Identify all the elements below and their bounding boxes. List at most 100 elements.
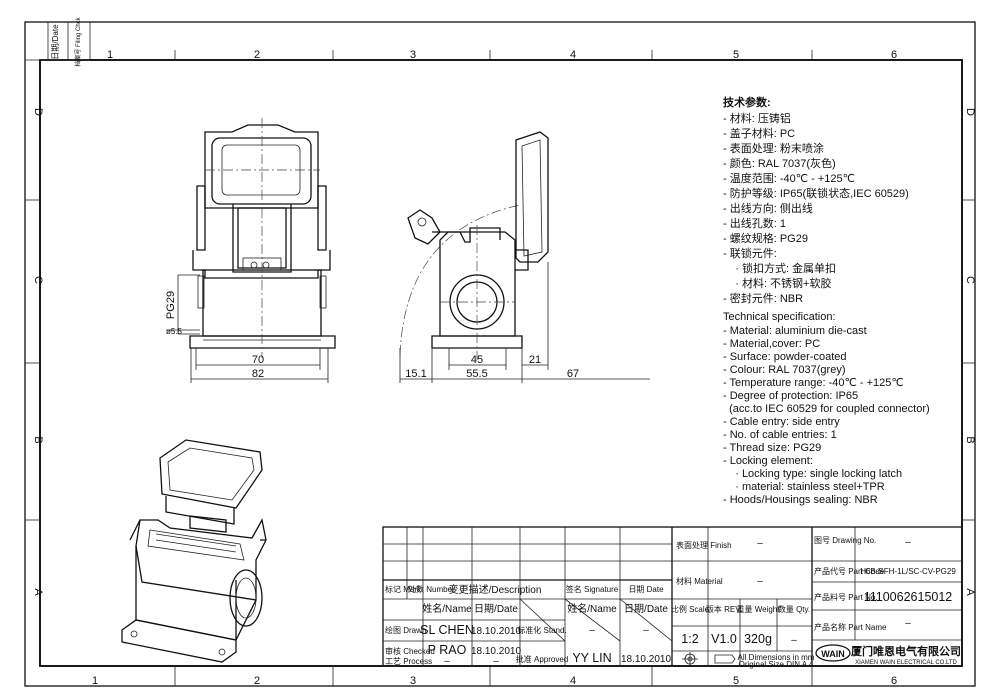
zone-col-top-6: 6 (891, 49, 897, 61)
spec-cn-line: - 表面处理: 粉末喷涂 (723, 141, 824, 155)
tb-checked-date: 18.10.2010 (471, 646, 521, 657)
tb-number-label: 处数 Number (408, 584, 455, 594)
spec-cn-line: - 盖子材料: PC (723, 126, 795, 140)
tb-scale-label: 比例 Scale (671, 604, 710, 614)
spec-cn-line: - 螺纹规格: PG29 (723, 231, 808, 245)
spec-en-line: - Surface: powder-coated (723, 351, 847, 363)
spec-cn-line: - 联锁元件: (723, 246, 777, 260)
tb-qty-label: 数量 Qty. (778, 604, 810, 614)
zone-col-bottom-2: 2 (254, 675, 260, 687)
company-logo-icon: WAIN (815, 644, 851, 662)
spec-en-line: - Material,cover: PC (723, 338, 820, 350)
spec-cn-line: · 锁扣方式: 金属单扣 (723, 261, 836, 275)
tb-company-en: XIAMEN WAIN ELECTRICAL CO.LTD (855, 660, 957, 666)
tb-part-name-value: – (905, 618, 911, 629)
spec-cn-line: · 材料: 不锈钢+软胶 (723, 276, 831, 290)
tb-approved-label: 批准 Approved (516, 654, 568, 664)
zone-col-bottom-4: 4 (570, 675, 576, 687)
tb-stand-date: – (643, 625, 649, 636)
spec-en-line: · Locking type: single locking latch (723, 468, 902, 480)
spec-cn-line: - 出线孔数: 1 (723, 216, 786, 230)
sidebar-date-label: 日期/Date (51, 24, 60, 60)
title-block: 标记 Mark 处数 Number 变更描述/Description 签名 Si… (382, 526, 963, 669)
tb-description-label: 变更描述/Description (449, 583, 542, 596)
spec-en-line: - Thread size: PG29 (723, 442, 821, 454)
zone-ticks (25, 50, 975, 686)
tb-company-cn: 厦门唯恩电气有限公司 (851, 644, 961, 658)
spec-en-line: - Colour: RAL 7037(grey) (723, 364, 845, 376)
tb-process-name: – (444, 656, 450, 667)
tb-date-label: 日期 Date (628, 585, 664, 594)
zone-row-right-b: B (964, 436, 976, 443)
tb-process-label: 工艺 Process (385, 657, 432, 666)
spec-en-line: - Locking element: (723, 455, 813, 467)
tb-signature-label: 签名 Signature (566, 584, 619, 594)
zone-col-top-1: 1 (107, 49, 113, 61)
tb-name-hdr: 姓名/Name (422, 602, 472, 615)
tb-date-hdr: 日期/Date (474, 603, 518, 615)
dim-front-70: 70 (252, 354, 264, 366)
tb-part-code-value: H6B-SFH-1L/SC-CV-PG29 (860, 567, 956, 576)
spec-en: Technical specification: - Material: alu… (723, 311, 930, 506)
spec-en-line: (acc.to IEC 60529 for coupled connector) (723, 403, 930, 415)
tb-date-hdr-3: 日期/Date (624, 603, 668, 615)
dim-side-45: 45 (471, 354, 483, 366)
spec-cn-line: - 防护等级: IP65(联锁状态,IEC 60529) (723, 186, 909, 200)
tb-part-code-label: 产品代号 Part Code (814, 566, 885, 576)
tb-qty-value: – (791, 635, 797, 646)
tb-name-hdr-3: 姓名/Name (567, 602, 617, 615)
tb-approved-date: 18.10.2010 (621, 654, 671, 665)
spec-en-title: Technical specification: (723, 311, 836, 323)
spec-cn-line: - 密封元件: NBR (723, 291, 803, 305)
spec-cn-title: 技术参数: (723, 95, 771, 109)
spec-en-line: - No. of cable entries: 1 (723, 429, 837, 441)
zone-col-top-5: 5 (733, 49, 739, 61)
tb-rev-value: V1.0 (711, 632, 737, 646)
tb-part-no-label: 产品料号 Part No. (814, 592, 878, 602)
dim-side-67: 67 (567, 368, 579, 380)
tb-scale-value: 1:2 (681, 632, 698, 646)
zone-col-top-3: 3 (410, 49, 416, 61)
tb-material-label: 材料 Material (676, 576, 723, 586)
tb-weight-label: 重量 Weight (737, 604, 781, 614)
outer-frame (24, 21, 976, 687)
zone-row-left-d: D (32, 108, 44, 116)
tb-checked-name: P RAO (428, 643, 467, 657)
tb-part-name-label: 产品名称 Part Name (814, 622, 887, 632)
spec-en-line: - Hoods/Housings sealing: NBR (723, 494, 878, 506)
spec-en-line: - Degree of protection: IP65 (723, 390, 858, 402)
zone-row-right-a: A (964, 588, 976, 596)
tb-drawn-name: SL CHEN (420, 623, 474, 637)
zone-row-left-c: C (32, 276, 44, 284)
tb-rev-label: 版本 REV. (706, 604, 742, 614)
zone-row-right-c: C (964, 276, 976, 284)
sidebar-filing-label: 档案号 Filing Chck (74, 16, 82, 66)
zone-col-top-4: 4 (570, 49, 576, 61)
tb-dims-note-2: Original Size DIN A 4 (739, 660, 814, 669)
zone-col-bottom-1: 1 (92, 675, 98, 687)
tb-finish-label: 表面处理 Finish (676, 540, 732, 550)
spec-cn-line: - 颜色: RAL 7037(灰色) (723, 156, 836, 170)
dim-side-15-1: 15.1 (405, 368, 426, 380)
tb-weight-value: 320g (744, 632, 772, 646)
tb-mark-label: 标记 Mark (385, 584, 422, 594)
tb-company-logo: WAIN (821, 649, 845, 659)
tb-drawn-label: 绘图 Drawn (385, 625, 426, 635)
spec-cn-line: - 材料: 压铸铝 (723, 111, 791, 125)
tb-drawing-no-value: – (905, 537, 911, 548)
side-view: 45 21 15.1 55.5 67 (399, 131, 650, 383)
sidebar: 日期/Date 档案号 Filing Chck (25, 16, 91, 67)
tb-approved-name: YY LIN (572, 651, 611, 665)
dim-pg29: PG29 (165, 291, 177, 319)
zone-row-left-b: B (32, 436, 44, 443)
front-view: PG29 ø5.5 70 82 (165, 118, 336, 383)
tb-dims-note-1: All Dimensions in mm (738, 653, 815, 662)
tb-process-date: – (493, 656, 499, 667)
spec-en-line: - Cable entry: side entry (723, 416, 840, 428)
spec-cn: 技术参数: - 材料: 压铸铝 - 盖子材料: PC - 表面处理: 粉末喷涂 … (723, 95, 909, 305)
spec-cn-line: - 温度范围: -40℃ - +125℃ (723, 171, 855, 185)
spec-cn-line: - 出线方向: 侧出线 (723, 201, 813, 215)
zone-col-bottom-5: 5 (733, 675, 739, 687)
tb-part-no-value: 1110062615012 (864, 590, 953, 604)
